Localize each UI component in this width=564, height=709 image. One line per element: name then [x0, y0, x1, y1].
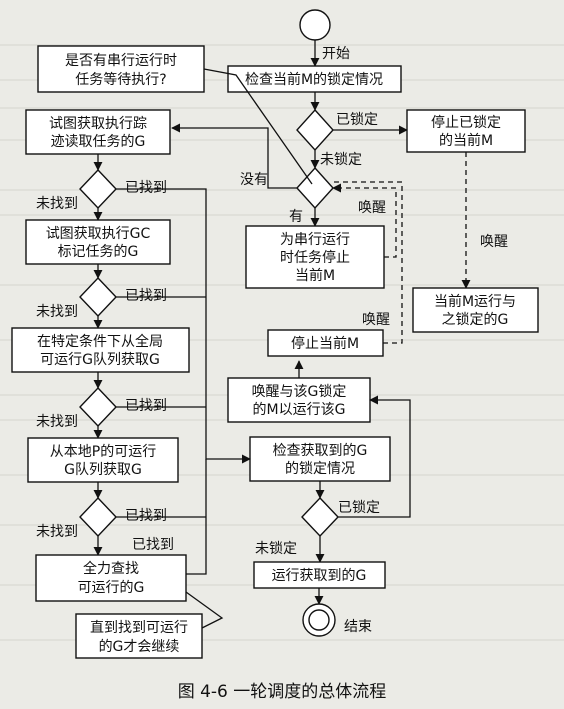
found-label-3: 已找到: [125, 398, 167, 414]
note-box: [75, 613, 203, 659]
trace-g-box: [25, 109, 171, 155]
trace-g-line2: 迹读取任务的G: [51, 133, 146, 150]
not-found-label-4: 未找到: [36, 524, 78, 540]
found-label-1: 已找到: [125, 180, 167, 196]
start-label: 开始: [322, 46, 350, 62]
stop-for-serial-line3: 当前M: [295, 267, 335, 284]
stop-for-serial-line2: 时任务停止: [280, 249, 350, 266]
find-runnable-line1: 全力查找: [83, 560, 139, 577]
unlocked-label-2: 未锁定: [255, 541, 297, 557]
resume-locked-m-line2: 之锁定的G: [442, 312, 509, 328]
local-p-box: [27, 437, 179, 483]
resume-locked-m-line1: 当前M运行与: [434, 293, 516, 310]
decision-local: [79, 496, 117, 538]
local-p-line2: G队列获取G: [64, 462, 142, 478]
wake-locked-m-box: [227, 377, 371, 423]
resume-locked-m-box: [412, 287, 539, 333]
note-line2: 的G才会继续: [99, 638, 180, 655]
wakeup-label-1: 唤醒: [480, 233, 508, 250]
find-runnable-box: [35, 554, 187, 602]
decision-gc: [79, 276, 117, 318]
question-pointer: [203, 68, 313, 185]
check-lock-text: 检查当前M的锁定情况: [245, 71, 383, 88]
found-label-4: 已找到: [125, 508, 167, 524]
wake-locked-m-line1: 唤醒与该G锁定: [252, 383, 347, 400]
stop-current-m-text: 停止当前M: [291, 335, 359, 352]
figure-caption: 图 4-6 一轮调度的总体流程: [178, 682, 387, 702]
edge-g-locked: [338, 395, 411, 518]
wakeup-label-3: 唤醒: [362, 311, 390, 328]
found-label-2: 已找到: [125, 288, 167, 304]
wake-locked-m-line2: 的M以运行该G: [253, 402, 346, 418]
decision-locked: [296, 108, 334, 152]
wakeup-label-2: 唤醒: [358, 199, 386, 216]
edge-found-final: [186, 459, 207, 575]
end-node-inner: [308, 609, 330, 631]
start-node: [299, 9, 331, 41]
no-label: 没有: [240, 172, 268, 188]
end-label: 结束: [344, 619, 372, 635]
decision-serial: [296, 166, 334, 210]
run-g-text: 运行获取到的G: [272, 568, 367, 584]
global-q-line1: 在特定条件下从全局: [37, 333, 163, 350]
check-g-lock-line1: 检查获取到的G: [273, 443, 368, 459]
stop-locked-m-box: [406, 109, 526, 153]
locked-label-2: 已锁定: [338, 500, 380, 516]
edge-no: [171, 123, 297, 189]
decision-trace: [79, 168, 117, 210]
stop-for-serial-line1: 为串行运行: [280, 232, 350, 248]
trace-g-line1: 试图获取执行踪: [49, 116, 147, 132]
global-q-box: [11, 327, 190, 373]
question-line2: 任务等待执行?: [75, 71, 166, 88]
edge-wakeup-current: [333, 181, 403, 344]
yes-label: 有: [289, 209, 303, 225]
stop-locked-m-line2: 的当前M: [439, 132, 493, 149]
found-label-5: 已找到: [132, 537, 174, 553]
question-line1: 是否有串行运行时: [65, 53, 177, 69]
global-q-line2: 可运行G队列获取G: [40, 352, 160, 368]
decision-g-locked: [301, 496, 339, 538]
edge-found-collector: [116, 188, 251, 464]
unlocked-label-1: 未锁定: [320, 152, 362, 168]
not-found-label-2: 未找到: [36, 304, 78, 320]
check-g-lock-line2: 的锁定情况: [285, 461, 355, 477]
not-found-label-3: 未找到: [36, 414, 78, 430]
gc-g-line2: 标记任务的G: [58, 244, 139, 260]
check-lock-box: [227, 65, 402, 93]
note-line1: 直到找到可运行: [90, 619, 188, 636]
not-found-label-1: 未找到: [36, 196, 78, 212]
gc-g-box: [25, 219, 171, 265]
gc-g-line1: 试图获取执行GC: [46, 226, 151, 242]
locked-label-1: 已锁定: [336, 112, 378, 128]
edge-wakeup-serial: [332, 183, 397, 258]
stop-current-m-box: [267, 329, 384, 357]
note-pointer: [185, 591, 224, 629]
stop-locked-m-line1: 停止已锁定: [431, 114, 501, 131]
find-runnable-line2: 可运行的G: [78, 580, 145, 596]
question-box: [37, 45, 205, 93]
stop-for-serial-box: [245, 225, 385, 289]
local-p-line1: 从本地P的可运行: [50, 444, 156, 460]
